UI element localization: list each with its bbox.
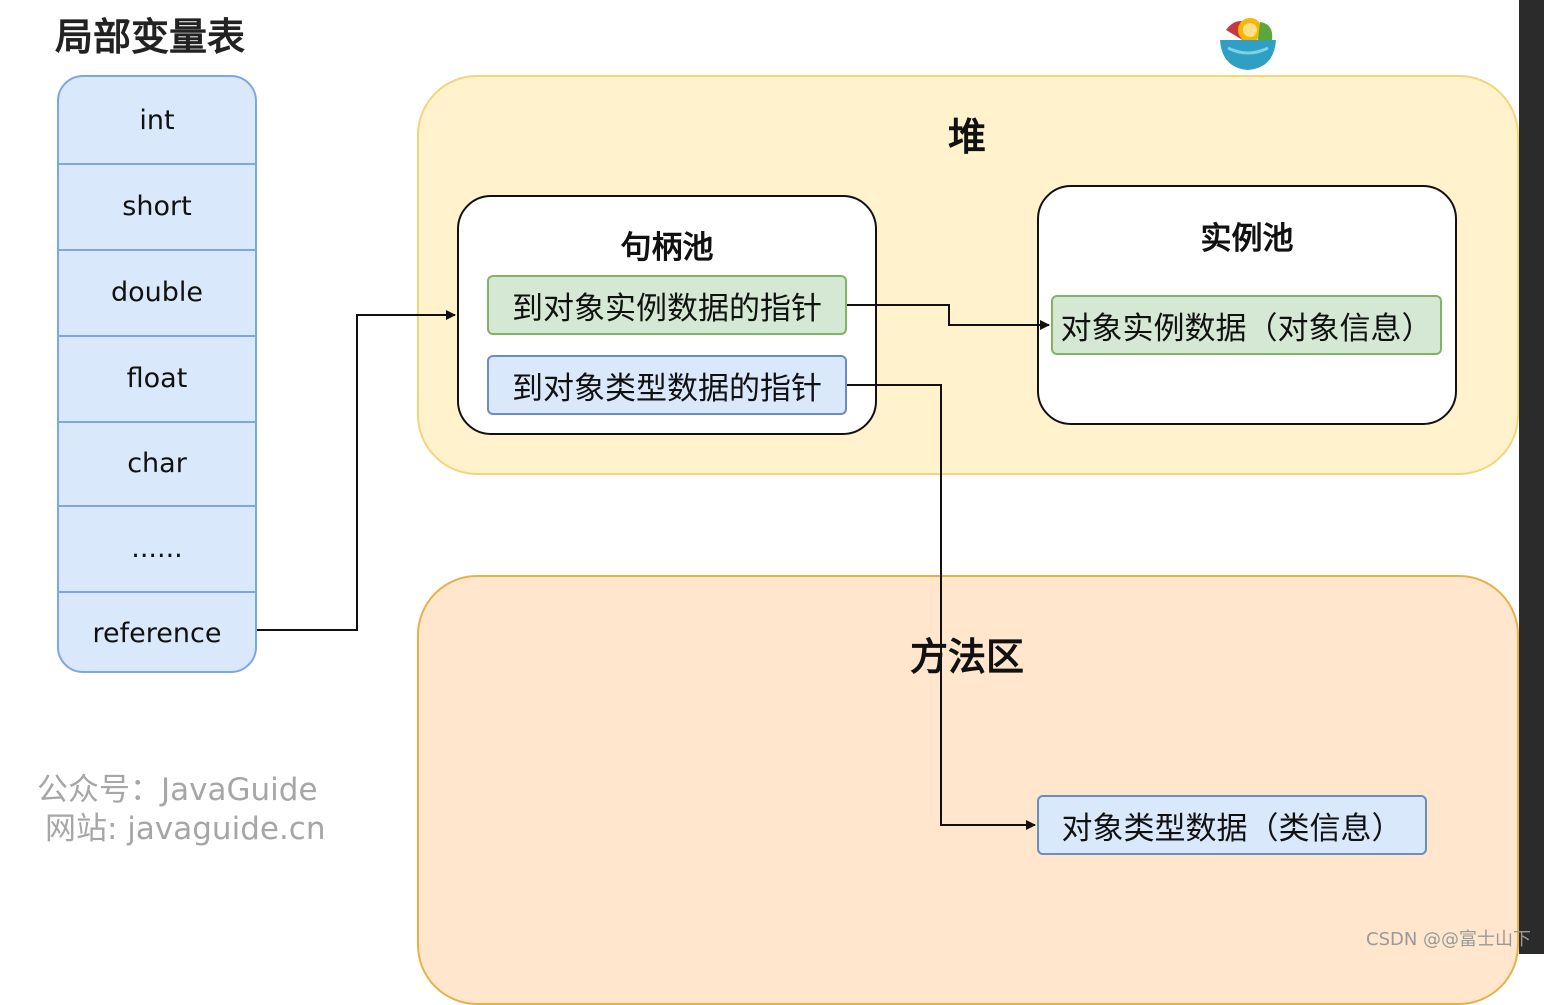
heap-title: 堆 — [947, 115, 986, 159]
local-vars-table: int short double float char ...... refer… — [57, 75, 257, 673]
bowl-logo-icon — [1220, 18, 1276, 70]
watermark-line-2: 网站: javaguide.cn — [45, 811, 326, 847]
type-data-cell: 对象类型数据（类信息） — [1037, 795, 1427, 855]
var-row-char: char — [59, 421, 255, 507]
local-vars-title: 局部变量表 — [55, 15, 246, 59]
type-pointer-cell: 到对象类型数据的指针 — [487, 355, 847, 415]
method-area-region — [417, 575, 1519, 1005]
watermark-line-1: 公众号：JavaGuide — [37, 772, 318, 808]
var-row-int: int — [59, 77, 255, 165]
connector-lines — [257, 304, 1050, 830]
reference-to-handle-arrow — [257, 310, 456, 631]
var-row-short: short — [59, 163, 255, 251]
method-area-title: 方法区 — [909, 635, 1024, 679]
instance-data-cell: 对象实例数据（对象信息） — [1051, 295, 1442, 355]
instance-pool-title: 实例池 — [1200, 221, 1294, 257]
var-row-float: float — [59, 335, 255, 423]
var-row-ellipsis: ...... — [59, 505, 255, 593]
instance-pointer-arrow — [847, 304, 1050, 330]
handle-pool-title: 句柄池 — [620, 230, 714, 266]
type-pointer-arrow — [847, 384, 1036, 830]
var-row-reference: reference — [92, 617, 222, 649]
window-edge-strip — [1519, 0, 1544, 954]
csdn-credit: CSDN @@富士山下 — [1366, 929, 1532, 950]
instance-pointer-cell: 到对象实例数据的指针 — [487, 275, 847, 335]
var-row-double: double — [59, 249, 255, 337]
